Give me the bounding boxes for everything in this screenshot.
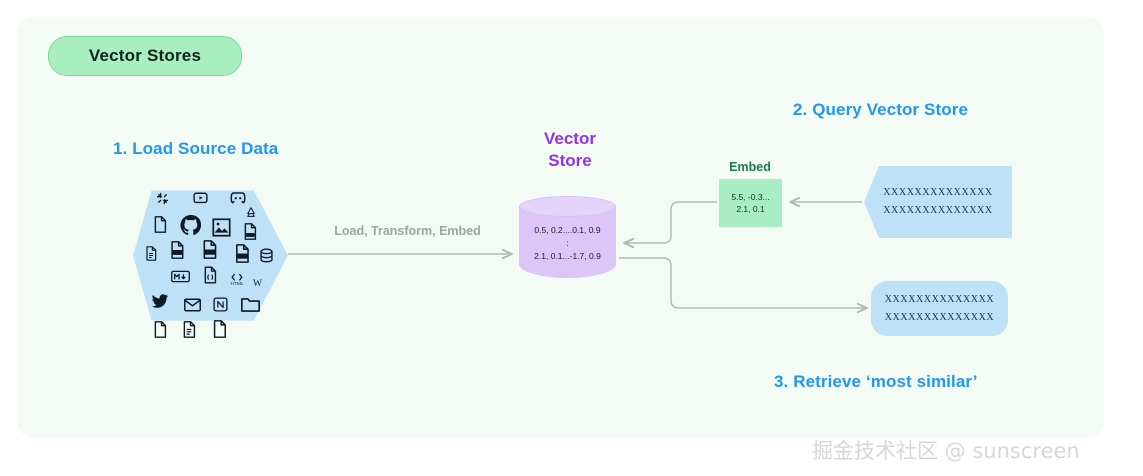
file-icon — [154, 216, 167, 233]
watermark: 掘金技术社区 @ sunscreen — [812, 439, 1080, 463]
cylinder-body — [519, 206, 616, 278]
github-icon — [180, 215, 202, 236]
blank-file-icon — [154, 321, 167, 338]
csv-file-icon — [244, 223, 257, 240]
step-3-heading: 3. Retrieve ‘most similar’ — [774, 372, 978, 391]
folder-icon — [241, 298, 260, 312]
cylinder-top — [519, 196, 616, 217]
ppt-file-icon — [203, 240, 217, 259]
discord-icon — [230, 192, 246, 204]
google-drive-icon — [247, 207, 255, 217]
txt-file-icon — [236, 244, 249, 263]
html-file-icon: HTML — [230, 273, 244, 286]
source-data-hexagon: HTML W — [133, 178, 288, 338]
query-text: XXXXXXXXXXXXXX XXXXXXXXXXXXXX — [883, 187, 993, 216]
vector-store-cylinder: 0.5, 0.2....0.1, 0.9 : 2.1, 0.1...-1.7, … — [519, 196, 616, 288]
embed-label: Embed — [729, 160, 771, 174]
step-1-heading: 1. Load Source Data — [113, 139, 279, 158]
pdf-file-icon — [171, 241, 184, 259]
youtube-icon — [193, 192, 208, 204]
vector-stores-pill-label: Vector Stores — [88, 46, 202, 65]
notion-icon — [213, 297, 228, 312]
document-icon — [146, 246, 157, 261]
vector-store-contents: 0.5, 0.2....0.1, 0.9 : 2.1, 0.1...-1.7, … — [534, 225, 601, 261]
image-icon — [212, 218, 231, 237]
step-2-heading: 2. Query Vector Store — [793, 100, 969, 119]
query-input-shape: XXXXXXXXXXXXXX XXXXXXXXXXXXXX — [864, 166, 1012, 238]
slack-icon — [156, 192, 169, 205]
retrieved-result-box: XXXXXXXXXXXXXX XXXXXXXXXXXXXX — [871, 281, 1008, 336]
wikipedia-icon: W — [253, 278, 262, 289]
load-transform-embed-caption: Load, Transform, Embed — [334, 224, 481, 238]
vector-store-title: Vector Store — [505, 128, 635, 172]
svg-text:W: W — [253, 278, 262, 289]
vector-store-title-line2: Store — [548, 151, 592, 170]
twitter-icon — [151, 294, 169, 308]
vector-stores-pill: Vector Stores — [48, 36, 242, 76]
embed-values: 5.5, -0.3... 2.1, 0.1 — [731, 192, 770, 214]
email-icon — [184, 298, 201, 312]
vector-store-title-line1: Vector — [544, 129, 596, 148]
svg-text:HTML: HTML — [230, 281, 243, 286]
page-file-icon — [213, 320, 226, 338]
database-icon — [260, 248, 273, 263]
source-icon-grid: HTML W — [133, 178, 288, 338]
markdown-icon — [171, 270, 190, 283]
embed-box: 5.5, -0.3... 2.1, 0.1 — [719, 179, 782, 227]
json-file-icon — [204, 266, 217, 284]
retrieve-text: XXXXXXXXXXXXXX XXXXXXXXXXXXXX — [884, 293, 995, 323]
text-file-icon — [183, 321, 196, 338]
